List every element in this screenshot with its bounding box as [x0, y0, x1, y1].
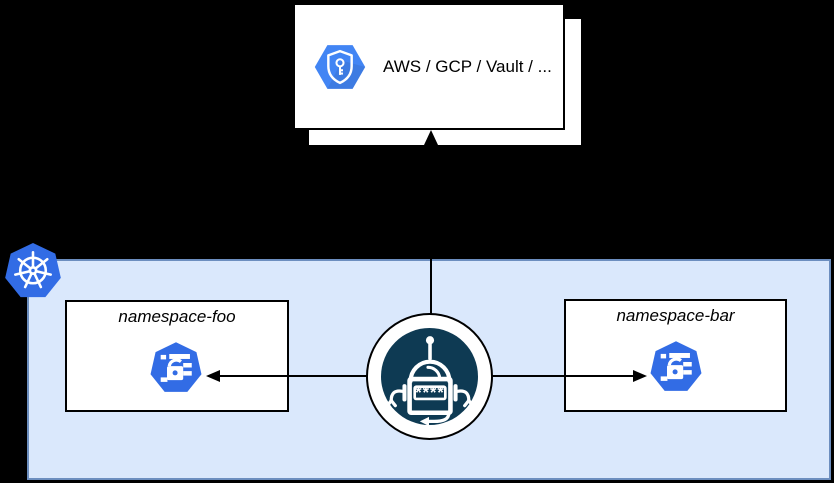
namespace-foo-label: namespace-foo: [118, 307, 236, 326]
external-store-label: AWS / GCP / Vault / ...: [383, 56, 552, 76]
external-store-box-front: AWS / GCP / Vault / ...: [293, 3, 565, 130]
namespace-bar-label: namespace-bar: [616, 306, 735, 325]
namespace-bar-box: namespace-bar: [564, 299, 787, 412]
cloud-security-key-icon: [314, 44, 366, 89]
arrow-up-line: [430, 140, 432, 314]
external-secrets-robot-icon: ****: [386, 336, 475, 425]
arrow-left-head: [206, 370, 220, 382]
k8s-secret-icon: [150, 342, 202, 392]
arrow-right-line: [491, 375, 637, 377]
arrow-right-head: [633, 370, 647, 382]
k8s-secret-icon: [650, 341, 702, 391]
arrow-up-head: [424, 130, 438, 145]
arrow-left-line: [210, 375, 367, 377]
kubernetes-logo-icon: [5, 242, 61, 298]
operator-password-text: ****: [415, 384, 445, 402]
operator-inner-circle: ****: [381, 328, 478, 425]
